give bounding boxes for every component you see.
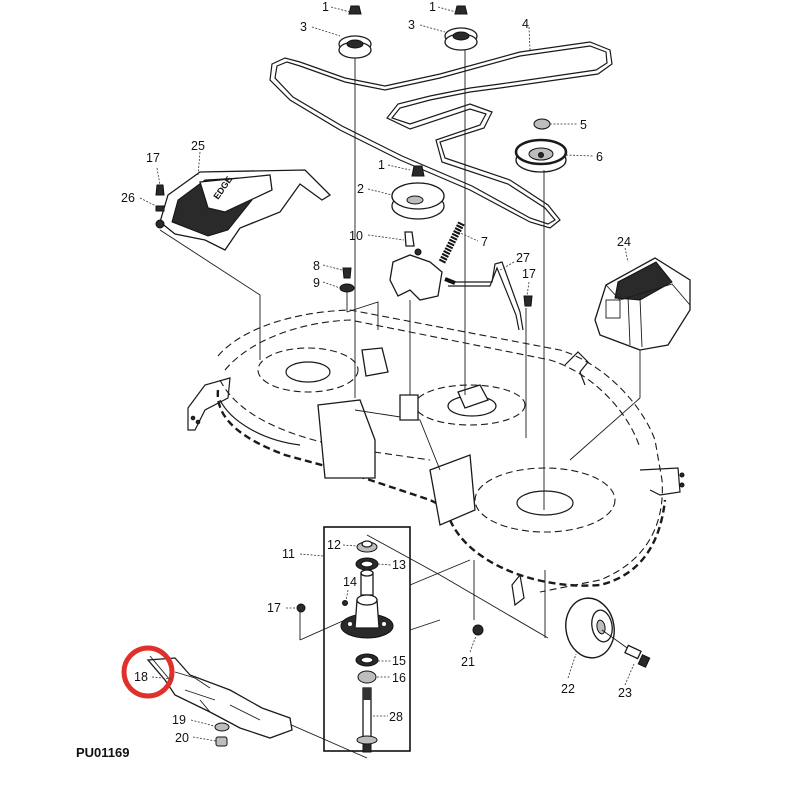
callout-26: 26 (121, 191, 135, 205)
callout-21: 21 (461, 655, 475, 669)
diagram-code: PU01169 (76, 745, 130, 760)
idler-bracket (389, 231, 443, 301)
assembly-lines (159, 50, 641, 638)
callout-11: 11 (282, 547, 295, 561)
left-belt-shield: EDGE (155, 169, 332, 251)
callout-labels: 1 3 1 3 4 5 6 1 2 7 8 9 10 27 17 17 26 2… (121, 0, 632, 745)
callout-9: 9 (313, 276, 320, 290)
callout-25: 25 (191, 139, 205, 153)
callout-3: 3 (300, 20, 307, 34)
callout-10: 10 (349, 229, 363, 243)
callout-28: 28 (389, 710, 403, 724)
wheel-bolt (601, 629, 651, 668)
callout-27: 27 (516, 251, 530, 265)
callout-13: 13 (392, 558, 406, 572)
callout-6: 6 (596, 150, 603, 164)
callout-19: 19 (172, 713, 186, 727)
bolt-8 (342, 267, 352, 279)
bolt-17-left (155, 184, 165, 212)
spindle-pulley (514, 138, 568, 173)
callout-17: 17 (267, 601, 281, 615)
right-belt-shield (594, 257, 691, 351)
bolt-17-right (523, 295, 533, 307)
callout-12: 12 (327, 538, 341, 552)
callout-3: 3 (408, 18, 415, 32)
callout-2: 2 (357, 182, 364, 196)
mower-deck (187, 309, 685, 607)
callout-17: 17 (146, 151, 160, 165)
extension-spring (438, 220, 466, 264)
nut-5 (533, 118, 551, 130)
idler-pulley-v-left (338, 5, 372, 59)
spindle-assembly-box (323, 526, 411, 753)
callout-8: 8 (313, 259, 320, 273)
callout-5: 5 (580, 118, 587, 132)
callout-14: 14 (343, 575, 357, 589)
nut-20 (215, 736, 228, 747)
callout-24: 24 (617, 235, 631, 249)
callout-1: 1 (378, 158, 385, 172)
callout-16: 16 (392, 671, 406, 685)
idler-pulley-flat (391, 165, 445, 220)
mower-blade (146, 655, 293, 739)
callout-20: 20 (175, 731, 189, 745)
leader-lines (139, 6, 635, 742)
washer-19 (214, 722, 230, 732)
callout-18: 18 (134, 670, 148, 684)
callout-15: 15 (392, 654, 406, 668)
drive-belt (269, 41, 613, 229)
washer-9 (339, 283, 355, 293)
callout-1: 1 (322, 0, 329, 14)
callout-17: 17 (522, 267, 536, 281)
idler-arm-rod (444, 261, 524, 331)
callout-7: 7 (481, 235, 488, 249)
callout-23: 23 (618, 686, 632, 700)
callout-1: 1 (429, 0, 436, 14)
callout-4: 4 (522, 17, 529, 31)
gauge-wheel (565, 597, 615, 659)
nut-21 (472, 624, 484, 636)
highlight-circle (121, 645, 175, 699)
callout-22: 22 (561, 682, 575, 696)
bolt-17-lower (296, 603, 306, 613)
idler-pulley-v-right (444, 5, 478, 51)
